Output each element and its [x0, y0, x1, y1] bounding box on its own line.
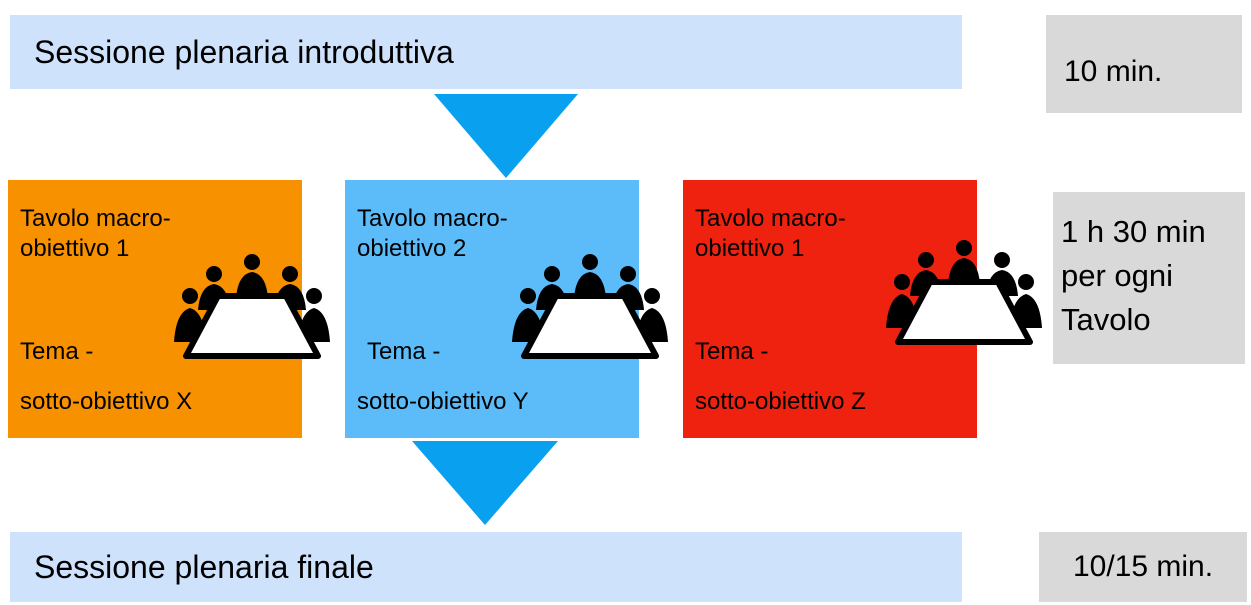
- arrow-down-icon: [434, 94, 578, 178]
- arrow-down-icon: [412, 441, 558, 525]
- meeting-table-icon: [886, 240, 1042, 345]
- tables-duration-line2: per ogni: [1061, 258, 1174, 293]
- table-2-title-line1: Tavolo macro-: [357, 205, 508, 232]
- table-2-tema: Tema -: [367, 338, 441, 365]
- meeting-table-icon: [174, 254, 330, 359]
- table-2-title-line2: obiettivo 2: [357, 235, 467, 262]
- table-3-sotto-obiettivo: sotto-obiettivo Z: [695, 388, 866, 415]
- table-2-sotto-obiettivo: sotto-obiettivo Y: [357, 388, 529, 415]
- tables-duration-line1: 1 h 30 min: [1061, 214, 1206, 249]
- table-3-title-line2: obiettivo 1: [695, 235, 805, 262]
- intro-session-bar: Sessione plenaria introduttiva: [10, 15, 962, 89]
- final-duration-label: 10/15 min.: [1072, 550, 1214, 583]
- intro-session-label: Sessione plenaria introduttiva: [34, 33, 454, 70]
- final-session-bar: Sessione plenaria finale: [10, 532, 962, 602]
- intro-duration-label: 10 min.: [1064, 55, 1163, 88]
- final-duration-box: 10/15 min.: [1039, 532, 1247, 602]
- table-3-title-line1: Tavolo macro-: [695, 205, 846, 232]
- final-session-label: Sessione plenaria finale: [34, 548, 374, 585]
- table-1-title-line1: Tavolo macro-: [20, 205, 171, 232]
- tables-duration-box: 1 h 30 min per ogni Tavolo: [1053, 192, 1245, 364]
- table-1-title-line2: obiettivo 1: [20, 235, 130, 262]
- meeting-table-icon: [512, 254, 668, 359]
- intro-duration-box: 10 min.: [1046, 15, 1242, 113]
- tables-duration-line3: Tavolo: [1061, 302, 1151, 337]
- table-1-sotto-obiettivo: sotto-obiettivo X: [20, 388, 193, 415]
- table-1-tema: Tema -: [20, 338, 94, 365]
- table-3-tema: Tema -: [695, 338, 769, 365]
